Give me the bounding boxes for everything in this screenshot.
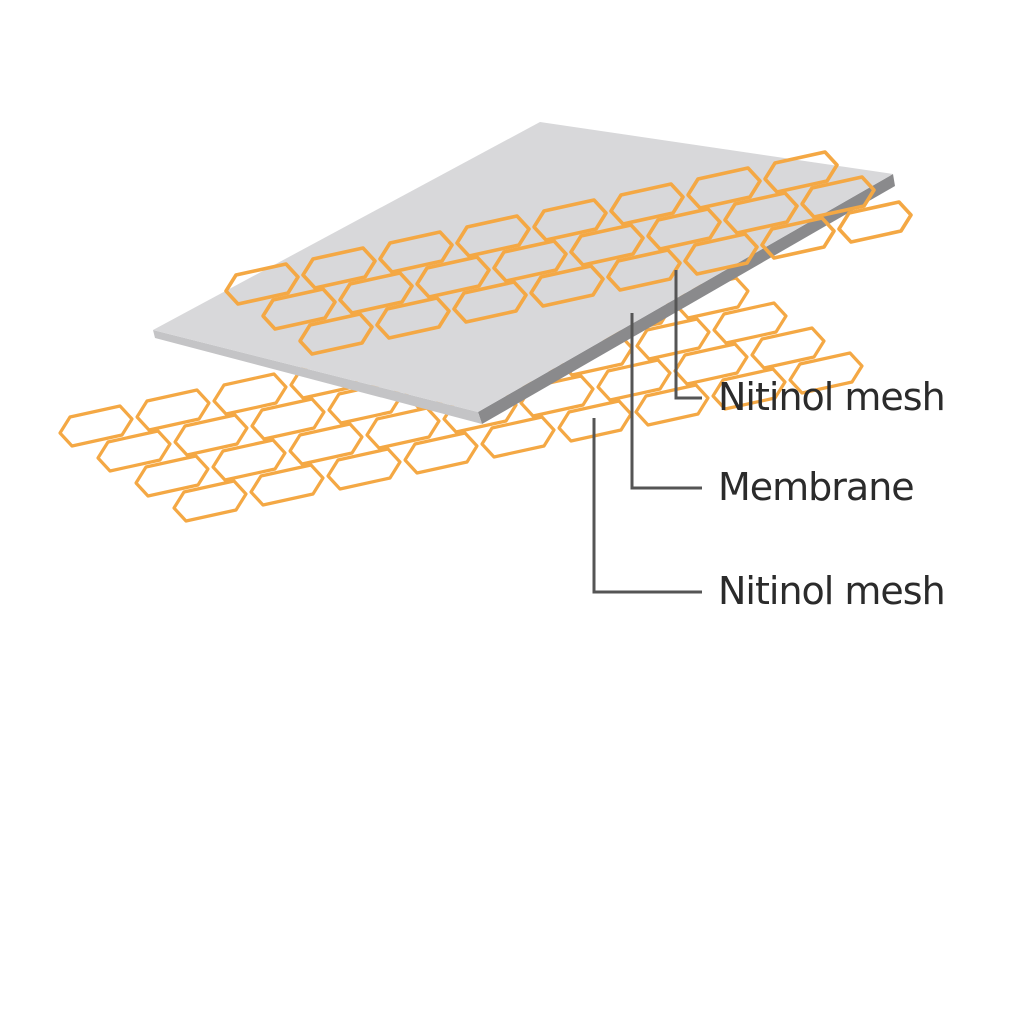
bottom-mesh-cell [365, 406, 441, 450]
membrane-front-edge [153, 330, 482, 424]
bottom-mesh-cell [211, 438, 287, 482]
top-mesh-cell [800, 175, 876, 219]
top-mesh-cell [338, 271, 414, 315]
bottom-mesh-cell [96, 429, 172, 473]
top-mesh-cell [452, 280, 528, 324]
leader-membrane [630, 313, 702, 490]
bottom-mesh-cell [712, 301, 788, 345]
top-mesh-cell [763, 150, 839, 194]
top-mesh-cell [609, 182, 685, 226]
bottom-mesh-cell [634, 383, 710, 427]
bottom-mesh-cell [134, 454, 210, 498]
label-membrane: Membrane [718, 465, 914, 509]
bottom-mesh-cell [173, 413, 249, 457]
label-top-nitinol-mesh: Nitinol mesh [718, 375, 945, 419]
leader-bottom-mesh [592, 418, 702, 594]
bottom-mesh-cell [480, 415, 556, 459]
leader-lines [592, 270, 702, 594]
top-mesh-cell [646, 207, 722, 251]
bottom-mesh-cell [288, 422, 364, 466]
top-mesh-cell [837, 200, 913, 244]
bottom-mesh-cell [58, 404, 134, 448]
top-mesh-cell [569, 223, 645, 267]
bottom-mesh-cell [711, 367, 787, 411]
top-nitinol-mesh [224, 150, 913, 356]
bottom-mesh-cell [250, 397, 326, 441]
top-mesh-cell [415, 255, 491, 299]
bottom-mesh-cell [596, 358, 672, 402]
top-mesh-cell [606, 248, 682, 292]
membrane-face [153, 122, 893, 412]
bottom-mesh-cell [788, 351, 864, 395]
bottom-mesh-cell [635, 317, 711, 361]
top-mesh-cell [529, 264, 605, 308]
top-mesh-cell [760, 216, 836, 260]
top-mesh-cell [224, 262, 300, 306]
membrane-sheet [153, 122, 895, 424]
top-mesh-cell [378, 230, 454, 274]
top-mesh-cell [492, 239, 568, 283]
top-mesh-cell [686, 166, 762, 210]
top-mesh-cell [298, 312, 374, 356]
top-mesh-cell [301, 246, 377, 290]
top-mesh-cell [683, 232, 759, 276]
bottom-mesh-cell [249, 463, 325, 507]
membrane-side-edge [478, 174, 895, 424]
bottom-mesh-cell [212, 372, 288, 416]
top-mesh-cell [261, 287, 337, 331]
bottom-mesh-cell [673, 342, 749, 386]
leader-top-mesh [674, 270, 702, 400]
top-mesh-cell [455, 214, 531, 258]
bottom-mesh-cell [172, 479, 248, 523]
top-mesh-cell [375, 296, 451, 340]
top-mesh-cell [723, 191, 799, 235]
bottom-mesh-cell [750, 326, 826, 370]
bottom-mesh-cell [135, 388, 211, 432]
top-mesh-cell [532, 198, 608, 242]
bottom-mesh-cell [403, 431, 479, 475]
bottom-mesh-cell [326, 447, 402, 491]
label-bottom-nitinol-mesh: Nitinol mesh [718, 569, 945, 613]
